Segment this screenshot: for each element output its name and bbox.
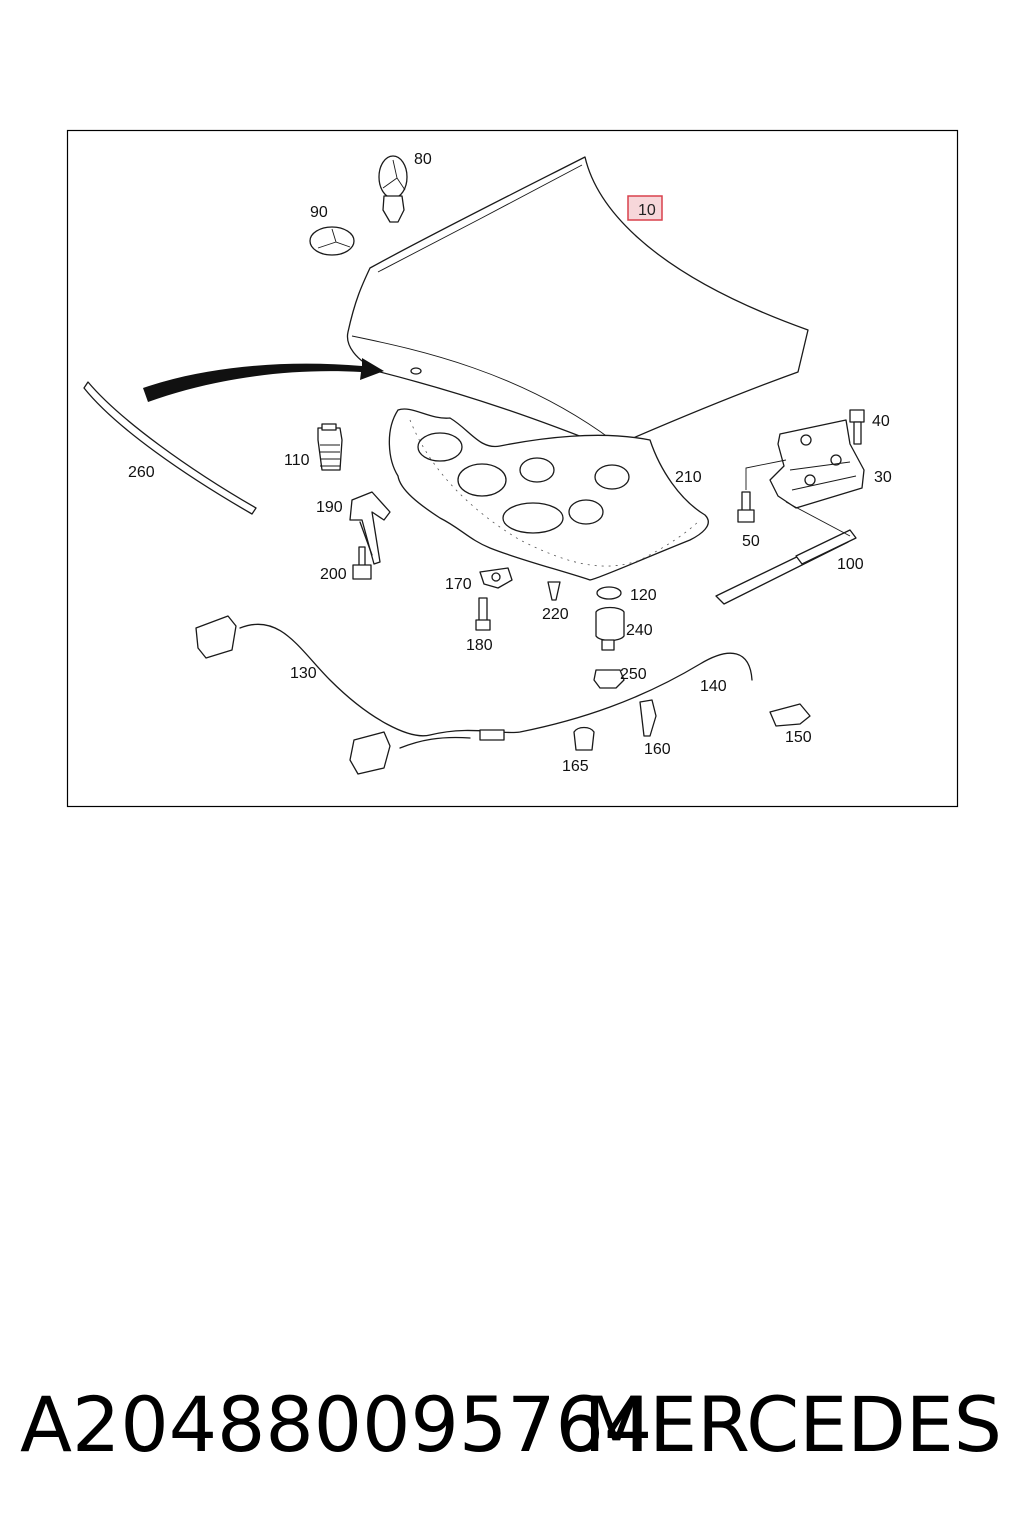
callout-190: 190 [316, 499, 343, 516]
callout-110: 110 [284, 452, 310, 469]
bolt-180 [475, 597, 491, 631]
callout-140: 140 [700, 678, 727, 695]
callout-260: 260 [128, 464, 155, 481]
insulation-mat [388, 408, 709, 581]
callout-220: 220 [542, 606, 569, 623]
callout-150: 150 [785, 729, 812, 746]
product-caption: A204880095764 MERCEDES [0, 1380, 1024, 1470]
cable-clip-165 [573, 726, 595, 751]
clip-220 [547, 581, 561, 601]
bolt-40 [849, 409, 865, 445]
ring-120 [596, 586, 622, 600]
hood-panel [346, 156, 809, 449]
star-emblem [378, 155, 408, 223]
callout-165: 165 [562, 758, 589, 775]
release-cable [239, 623, 753, 749]
nut-250 [593, 669, 625, 689]
callout-120: 120 [630, 587, 657, 604]
callout-200: 200 [320, 566, 347, 583]
callout-100: 100 [837, 556, 864, 573]
callout-210: 210 [675, 469, 702, 486]
callout-50: 50 [742, 533, 760, 550]
callout-30: 30 [874, 469, 892, 486]
hinge-30 [769, 419, 865, 509]
clip-170 [479, 567, 513, 589]
callout-180: 180 [466, 637, 493, 654]
handle-left-lower [349, 731, 391, 775]
callout-40: 40 [872, 413, 890, 430]
callout-130: 130 [290, 665, 317, 682]
callout-80: 80 [414, 151, 432, 168]
part-number: A204880095764 [20, 1380, 653, 1469]
handle-left-upper [195, 615, 237, 659]
cable-clip-160 [639, 699, 657, 737]
callout-240: 240 [626, 622, 653, 639]
callout-250: 250 [620, 666, 647, 683]
seal-strip [83, 381, 257, 515]
callout-160: 160 [644, 741, 671, 758]
brand-name: MERCEDES [583, 1380, 1002, 1469]
highlight-box-10 [627, 195, 663, 221]
callout-170: 170 [445, 576, 472, 593]
bolt-200 [352, 546, 372, 580]
parts-diagram: 10 80 90 40 30 50 100 110 260 210 190 20… [66, 129, 959, 808]
diagram-border [66, 129, 959, 808]
gas-strut-100 [715, 501, 857, 605]
rubber-buffer-240 [595, 606, 625, 651]
callout-90: 90 [310, 204, 328, 221]
pointer-arrow [143, 358, 384, 402]
release-lever-150 [769, 703, 811, 727]
callout-10: 10 [638, 202, 656, 219]
emblem-badge [309, 226, 355, 256]
lock-bracket [349, 491, 391, 565]
bolt-50 [737, 459, 787, 523]
spring-buffer [317, 423, 343, 471]
